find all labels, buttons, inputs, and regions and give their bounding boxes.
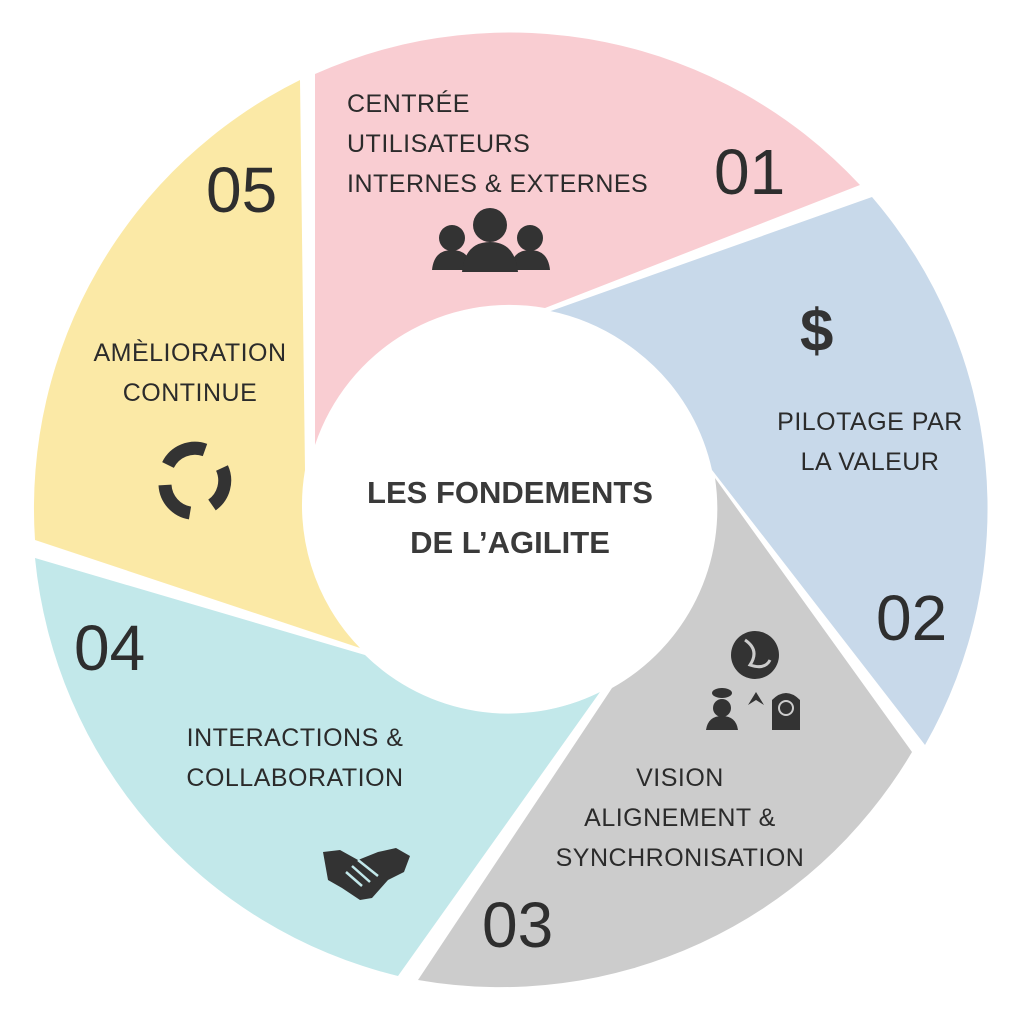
segment-03 [418, 478, 912, 988]
handshake-icon [323, 848, 410, 900]
segment-02 [548, 197, 988, 745]
cycle-arrows-icon [158, 441, 232, 520]
segment-01-number: 01 [714, 136, 786, 208]
segment-04-label: INTERACTIONS & COLLABORATION [165, 718, 425, 798]
segment-02-number: 02 [876, 582, 948, 654]
users-icon [432, 208, 550, 272]
label-line: INTERACTIONS & [186, 724, 404, 752]
center-circle [307, 307, 713, 713]
segment-05-label: AMÈLIORATION CONTINUE [70, 333, 310, 413]
segment-01 [315, 32, 860, 446]
segment-02-label: PILOTAGE PAR LA VALEUR [760, 402, 980, 482]
segment-04-number: 04 [74, 612, 146, 684]
label-line: PILOTAGE PAR [777, 408, 963, 436]
label-line: UTILISATEURS [347, 130, 531, 158]
segment-04 [35, 558, 600, 976]
diagram-title: LES FONDEMENTS DE L’AGILITE [330, 468, 690, 568]
title-line-1: LES FONDEMENTS [367, 475, 653, 510]
dollar-icon: $ [800, 297, 834, 364]
label-line: CENTRÉE [347, 90, 470, 118]
segment-01-label: CENTRÉE UTILISATEURS INTERNES & EXTERNES [347, 84, 648, 204]
label-line: COLLABORATION [186, 764, 404, 792]
segment-05 [33, 80, 361, 648]
label-line: ALIGNEMENT & [584, 804, 776, 832]
segment-05-number: 05 [206, 154, 278, 226]
label-line: AMÈLIORATION [93, 339, 287, 367]
label-line: CONTINUE [122, 379, 258, 407]
title-line-2: DE L’AGILITE [410, 525, 610, 560]
label-line: SYNCHRONISATION [555, 844, 805, 872]
label-line: VISION [636, 764, 724, 792]
vision-alignment-icon [706, 631, 800, 730]
label-line: LA VALEUR [800, 448, 940, 476]
segment-03-label: VISION ALIGNEMENT & SYNCHRONISATION [530, 758, 830, 878]
segment-03-number: 03 [482, 889, 554, 961]
label-line: INTERNES & EXTERNES [347, 170, 649, 198]
